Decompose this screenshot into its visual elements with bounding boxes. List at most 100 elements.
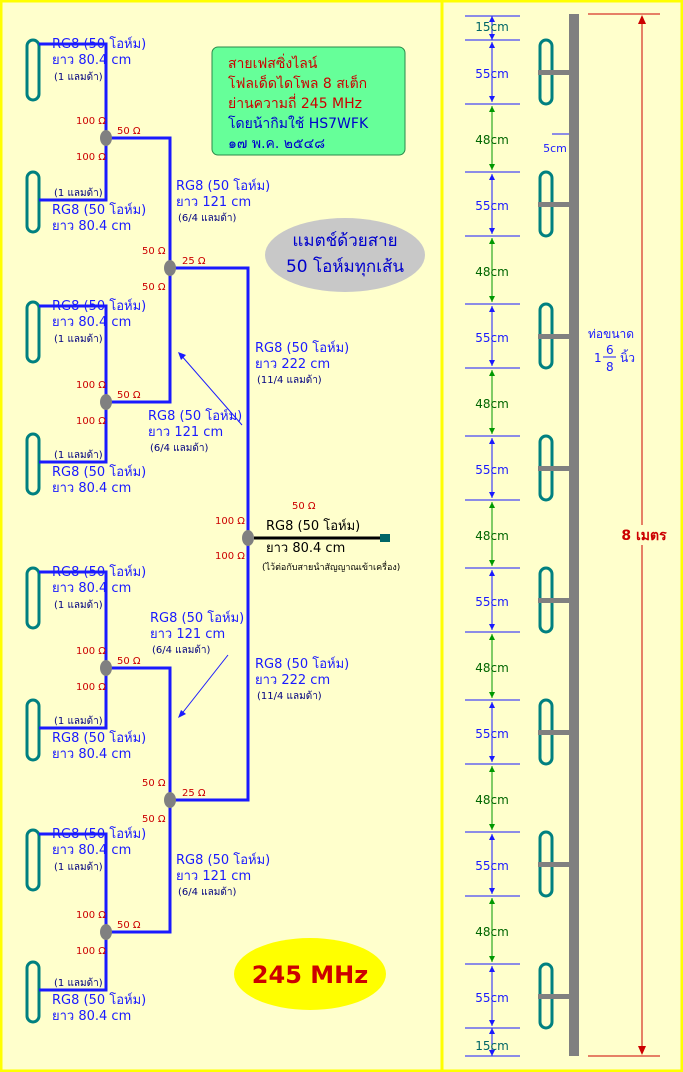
dim-element-2-head-b xyxy=(489,228,495,234)
dipole-3-length: ยาว 80.4 cm xyxy=(52,315,131,330)
title-line-3: ย่านความถี่ 245 MHz xyxy=(228,94,362,112)
stage2-line-2 xyxy=(106,268,172,404)
stage2-1-z-bottom: 50 Ω xyxy=(142,282,166,293)
feed-impedance: 50 Ω xyxy=(292,501,316,512)
dipole-6-cable: RG8 (50 โอห์ม) xyxy=(52,730,146,746)
height-label: 8 เมตร xyxy=(621,528,667,544)
dim-element-7-head-a xyxy=(489,834,495,840)
mast-boom-8 xyxy=(538,994,572,999)
dim-gap-3-head-a xyxy=(489,370,495,376)
stage2-line-3 xyxy=(106,666,172,800)
dipole-8-loop xyxy=(25,960,41,1024)
dim-element-8-head-a xyxy=(489,966,495,972)
stage2-cable-b-lambda: (6/4 แลมด้า) xyxy=(150,442,208,454)
dim-top-gap-head-a xyxy=(489,16,495,22)
main-node xyxy=(242,530,254,546)
dipole-3-lambda: (1 แลมด้า) xyxy=(54,333,103,345)
stage2-cable-c-length: ยาว 121 cm xyxy=(150,627,225,642)
dim-gap-7-label: 48cm xyxy=(475,925,509,939)
pair-node-4 xyxy=(100,924,112,940)
feed-line-5 xyxy=(39,570,108,668)
dim-top-gap-head-b xyxy=(489,34,495,40)
dim-element-7-label: 55cm xyxy=(475,859,509,873)
dipole-4-lambda: (1 แลมด้า) xyxy=(54,449,103,461)
stage2-node-2 xyxy=(164,792,176,808)
mast-boom-1 xyxy=(538,70,572,75)
dim-element-4-label: 55cm xyxy=(475,463,509,477)
match-note: แมตช์ด้วยสาย 50 โอห์มทุกเส้น xyxy=(265,218,425,292)
dipole-4-loop xyxy=(25,432,41,496)
dim-gap-6-head-a xyxy=(489,766,495,772)
pointer-arrow-1 xyxy=(179,353,243,426)
stage2-2-z-bottom: 50 Ω xyxy=(142,814,166,825)
feed-length: ยาว 80.4 cm xyxy=(266,541,345,556)
dipole-7-lambda: (1 แลมด้า) xyxy=(54,861,103,873)
dim-bottom-gap-head-b xyxy=(489,1050,495,1056)
pair-1-z-bottom: 100 Ω xyxy=(76,152,106,163)
title-line-1: สายเฟสซิ่งไลน์ xyxy=(228,54,318,72)
feed-line-6 xyxy=(39,668,108,730)
dim-element-3-head-a xyxy=(489,306,495,312)
dim-top-gap-label: 15cm xyxy=(475,20,509,34)
stage2-cable-c-cable: RG8 (50 โอห์ม) xyxy=(150,610,244,626)
height-label-bg xyxy=(618,525,670,545)
dim-gap-5-head-a xyxy=(489,634,495,640)
stage3-line-bottom xyxy=(170,538,250,802)
feed-line-7 xyxy=(39,832,108,932)
pipe-size-label: ท่อขนาด xyxy=(588,327,634,341)
main-z-top: 100 Ω xyxy=(215,516,245,527)
title-line-2: โฟลเด็ดไดโพล 8 สเต็ก xyxy=(228,74,367,92)
dipole-2 xyxy=(25,170,41,234)
dim-element-3-head-b xyxy=(489,360,495,366)
stage2-cable-a-length: ยาว 121 cm xyxy=(176,195,251,210)
title-box: สายเฟสซิ่งไลน์ โฟลเด็ดไดโพล 8 สเต็ก ย่าน… xyxy=(211,46,406,156)
dipole-8 xyxy=(25,960,41,1024)
dipole-1-loop xyxy=(25,38,41,102)
dim-element-6-head-b xyxy=(489,756,495,762)
dim-element-1-label: 55cm xyxy=(475,67,509,81)
pair-4-z-out: 50 Ω xyxy=(117,920,141,931)
pipe-size-unit: นิ้ว xyxy=(620,349,635,365)
pair-node-2 xyxy=(100,394,112,410)
pipe-size-whole: 1 xyxy=(594,351,602,365)
dipole-4 xyxy=(25,432,41,496)
dim-gap-4-head-a xyxy=(489,502,495,508)
feed-connector xyxy=(380,534,390,542)
dipole-7-cable: RG8 (50 โอห์ม) xyxy=(52,826,146,842)
mast-pipe xyxy=(569,14,579,1056)
stage2-line-4 xyxy=(106,800,172,934)
dipole-6-length: ยาว 80.4 cm xyxy=(52,747,131,762)
pair-1-z-out: 50 Ω xyxy=(117,126,141,137)
feed-line-8 xyxy=(39,932,108,992)
pointer-arrow-1-head xyxy=(178,352,186,360)
stage2-cable-b-length: ยาว 121 cm xyxy=(148,425,223,440)
dim-element-7-head-b xyxy=(489,888,495,894)
dipole-5-length: ยาว 80.4 cm xyxy=(52,581,131,596)
dipole-2-loop xyxy=(25,170,41,234)
dim-element-8-head-b xyxy=(489,1020,495,1026)
stage2-1-z-out: 25 Ω xyxy=(182,256,206,267)
stage2-cable-a-cable: RG8 (50 โอห์ม) xyxy=(176,178,270,194)
stage3-cable-top-length: ยาว 222 cm xyxy=(255,357,330,372)
dim-gap-1-label: 48cm xyxy=(475,133,509,147)
dim-gap-3-head-b xyxy=(489,428,495,434)
dim-element-6-label: 55cm xyxy=(475,727,509,741)
stage2-line-1 xyxy=(106,136,172,268)
pair-2-z-top: 100 Ω xyxy=(76,380,106,391)
dipole-2-cable: RG8 (50 โอห์ม) xyxy=(52,202,146,218)
dim-gap-5-label: 48cm xyxy=(475,661,509,675)
stage2-2-z-top: 50 Ω xyxy=(142,778,166,789)
dim-gap-1-head-b xyxy=(489,164,495,170)
dipole-8-lambda: (1 แลมด้า) xyxy=(54,977,103,989)
mast-boom-4 xyxy=(538,466,572,471)
dim-element-1-head-b xyxy=(489,96,495,102)
title-line-5: ๑๗ พ.ค. ๒๕๔๘ xyxy=(228,136,325,152)
dipole-5-lambda: (1 แลมด้า) xyxy=(54,599,103,611)
frequency-badge-text: 245 MHz xyxy=(252,961,368,989)
stage3-cable-top-cable: RG8 (50 โอห์ม) xyxy=(255,340,349,356)
feed-cable-label: RG8 (50 โอห์ม) xyxy=(266,518,360,534)
stage3-line-top xyxy=(170,266,250,538)
dim-element-5-head-b xyxy=(489,624,495,630)
